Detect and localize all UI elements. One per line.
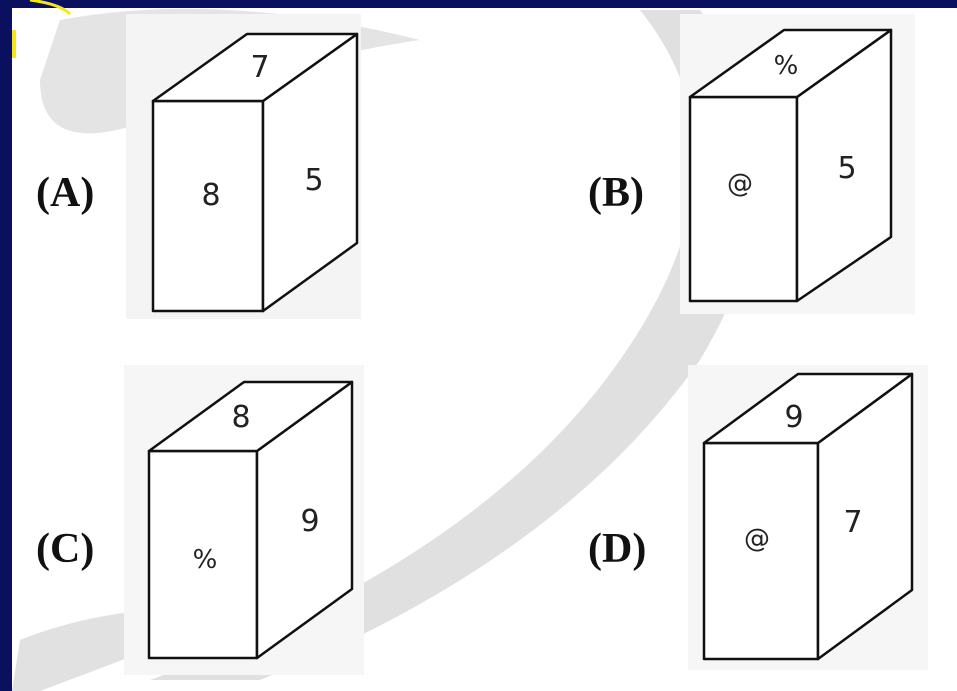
cube-b-top-face bbox=[688, 28, 893, 99]
cube-b-top-symbol: % bbox=[774, 51, 799, 81]
option-label-a: (A) bbox=[36, 170, 95, 216]
accent-mark-arc bbox=[29, 0, 72, 16]
option-label-c: (C) bbox=[36, 526, 95, 572]
cube-d-top-symbol: 9 bbox=[784, 400, 803, 435]
cube-a-front-symbol: 8 bbox=[201, 178, 220, 213]
cube-c-top-face bbox=[147, 380, 354, 453]
cube-a-top-face bbox=[151, 32, 359, 103]
cube-b-front-symbol: @ bbox=[727, 169, 753, 199]
cube-b-side-symbol: 5 bbox=[837, 151, 856, 186]
cube-c-side-symbol: 9 bbox=[300, 504, 319, 539]
cube-a bbox=[151, 32, 359, 313]
cube-d-top-face bbox=[702, 372, 914, 445]
cube-d-side-symbol: 7 bbox=[843, 505, 862, 540]
option-label-d: (D) bbox=[588, 526, 647, 572]
cube-b-front-face bbox=[688, 95, 799, 303]
option-label-b: (B) bbox=[588, 170, 644, 216]
cube-a-side-symbol: 5 bbox=[304, 163, 323, 198]
cube-c-front-symbol: % bbox=[193, 545, 218, 575]
cube-b bbox=[688, 28, 893, 303]
cube-d bbox=[702, 372, 914, 661]
cube-d-front-symbol: @ bbox=[744, 524, 770, 554]
cube-a-top-symbol: 7 bbox=[250, 50, 269, 85]
cube-c-top-symbol: 8 bbox=[231, 400, 250, 435]
cube-c bbox=[147, 380, 354, 660]
